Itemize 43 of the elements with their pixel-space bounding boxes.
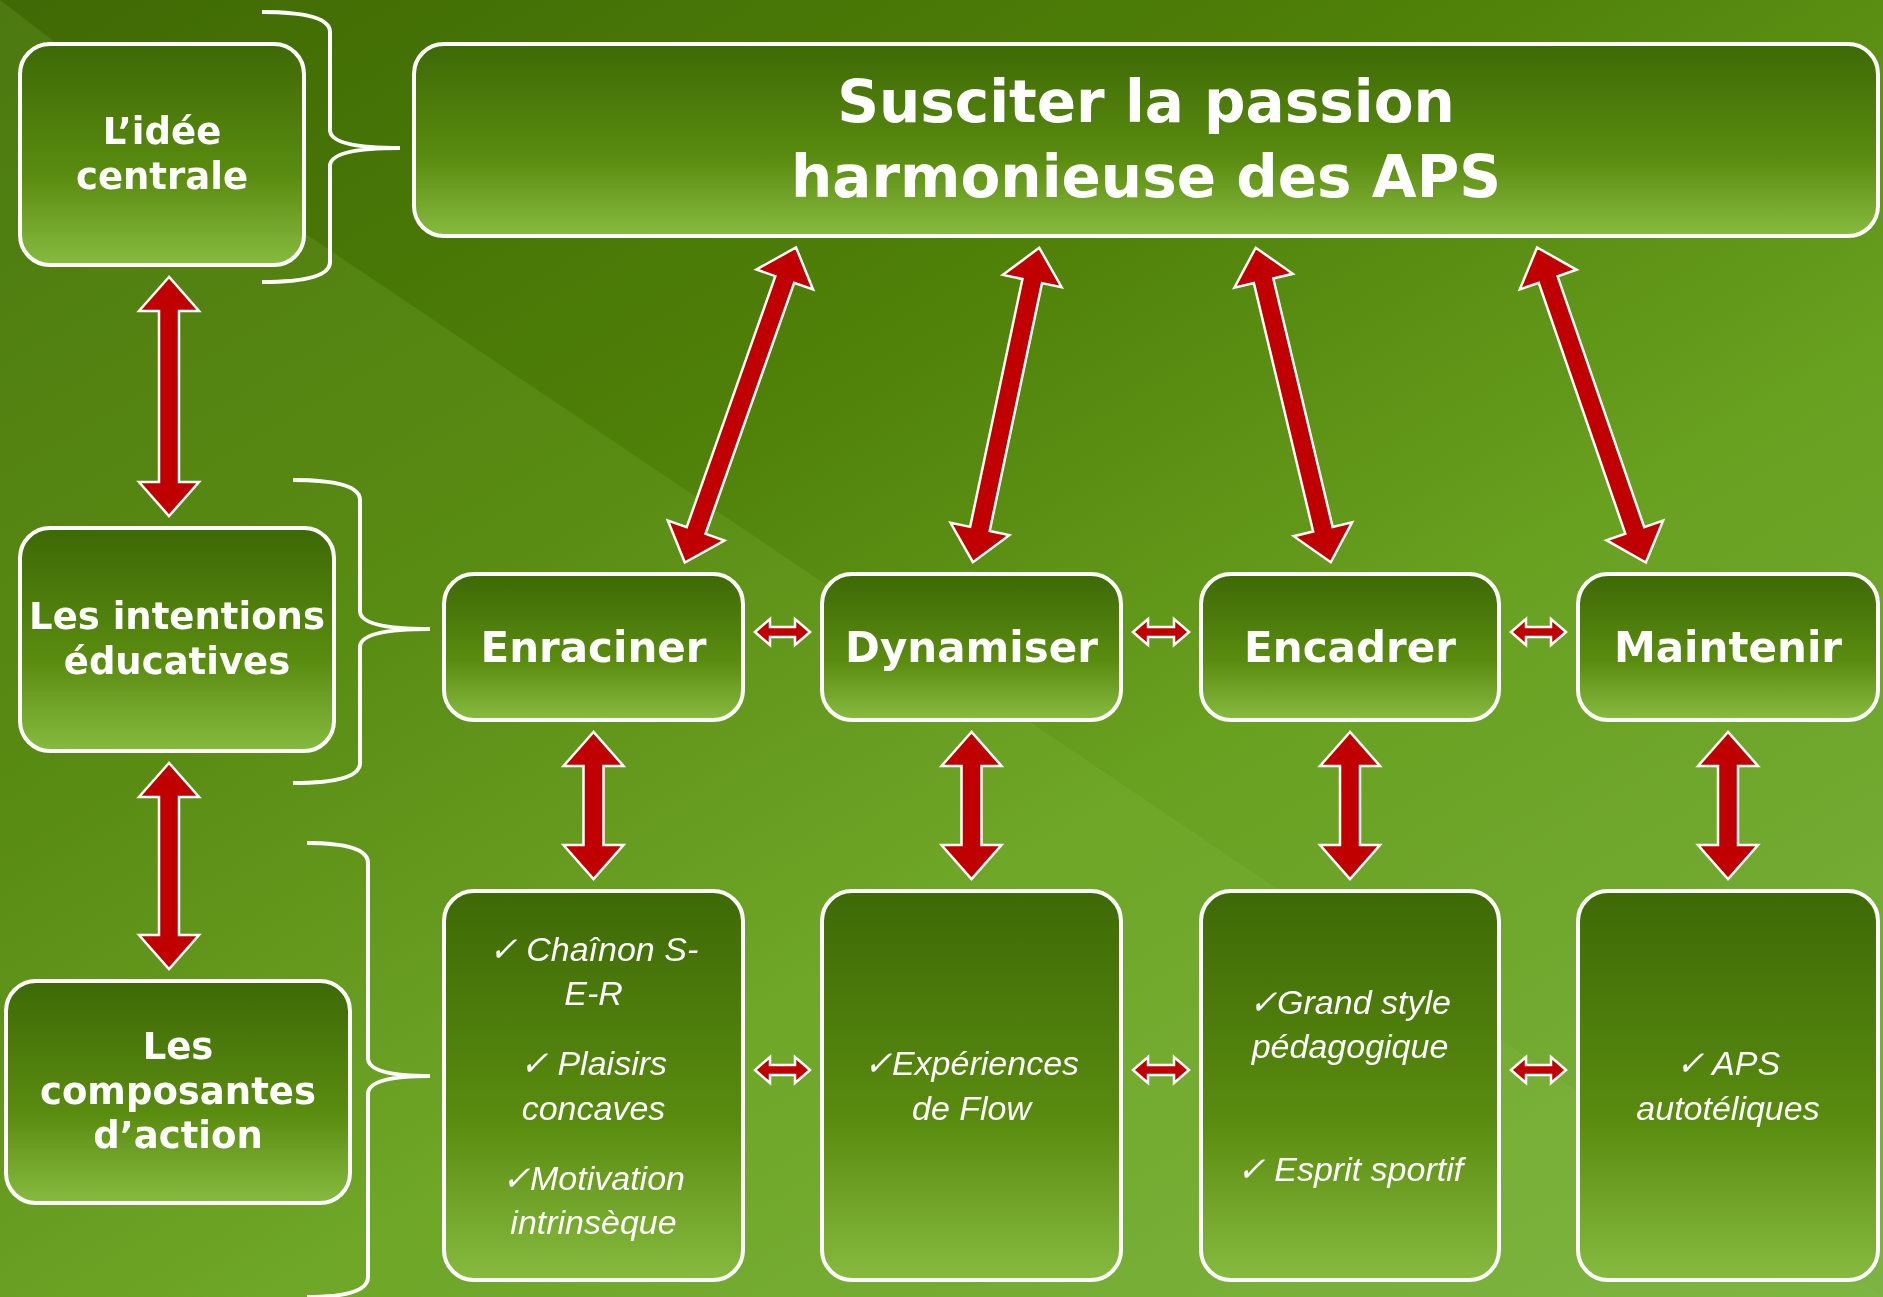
bullet-box	[820, 889, 1123, 1282]
double-arrow	[1509, 1054, 1568, 1086]
node-label: Dynamiser	[845, 622, 1098, 672]
bullet-text: ✓Motivation intrinsèque	[501, 1157, 686, 1243]
double-arrow	[136, 275, 202, 518]
bullet-box	[442, 889, 745, 1282]
double-arrow	[938, 730, 1005, 881]
double-arrow	[1695, 730, 1761, 881]
double-arrow	[560, 730, 627, 881]
double-arrow	[665, 245, 816, 565]
process-box	[412, 42, 1880, 238]
bullet-text: ✓Expériences de Flow	[862, 1043, 1081, 1129]
node-label: Encadrer	[1244, 622, 1456, 672]
process-box	[18, 526, 336, 753]
node-label: Susciter la passion harmonieuse des APS	[790, 66, 1502, 213]
node-label: Les intentions éducatives	[28, 595, 326, 684]
process-box	[820, 572, 1123, 722]
process-box	[442, 572, 745, 722]
bullet-text: ✓Grand style pédagogique	[1248, 981, 1452, 1067]
process-box	[18, 42, 306, 267]
process-box	[1199, 572, 1501, 722]
bullet-text: ✓ Esprit sportif	[1236, 1149, 1464, 1190]
double-arrow	[948, 245, 1065, 565]
double-arrow	[753, 616, 812, 648]
bullet-box	[1199, 889, 1501, 1282]
bullet-text: ✓ APS autotéliques	[1635, 1043, 1821, 1129]
bullet-text: ✓ Chaînon S-E-R	[487, 928, 700, 1015]
node-label: Enraciner	[480, 622, 707, 672]
double-arrow	[136, 761, 202, 971]
node-label: Maintenir	[1614, 622, 1842, 672]
node-label: Les composantes d’action	[39, 1025, 317, 1159]
double-arrow	[1509, 616, 1568, 648]
bullet-box	[1576, 889, 1880, 1282]
node-label: L’idée centrale	[74, 110, 249, 199]
double-arrow	[1131, 1054, 1191, 1086]
double-arrow	[1317, 730, 1383, 881]
process-box	[4, 979, 352, 1205]
double-arrow	[1517, 245, 1666, 565]
double-arrow	[1131, 616, 1191, 648]
bullet-text: ✓ Plaisirs concaves	[519, 1043, 668, 1129]
double-arrow	[1232, 245, 1355, 565]
double-arrow	[753, 1054, 812, 1086]
process-box	[1576, 572, 1880, 722]
